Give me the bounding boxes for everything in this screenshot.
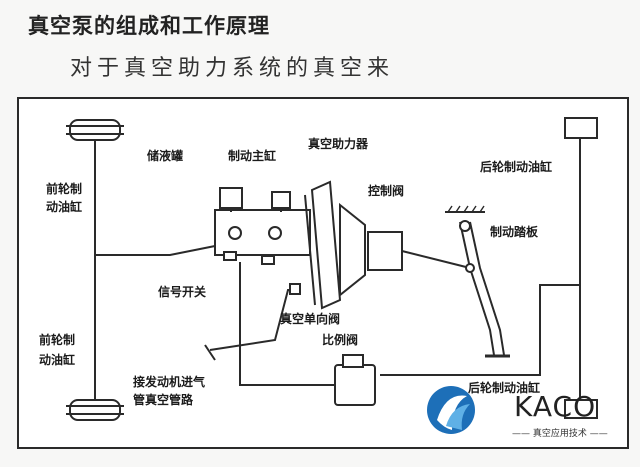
label-engine-intake-2: 管真空管路 — [133, 392, 194, 407]
label-engine-intake-1: 接发动机进气 — [133, 374, 205, 389]
label-front-wheel-top-2: 动油缸 — [46, 199, 82, 214]
label-proportional-valve: 比例阀 — [322, 332, 358, 347]
label-vacuum-check-valve: 真空单向阀 — [280, 311, 340, 326]
front-wheel-cylinder-bottom — [66, 399, 124, 421]
port-2 — [268, 226, 282, 240]
proportional-valve — [334, 364, 376, 406]
rear-wheel-cylinder-top — [564, 117, 598, 139]
rear-wheel-cylinder-bottom — [564, 399, 598, 419]
vacuum-booster — [310, 180, 342, 310]
kaco-logo-icon — [427, 386, 475, 434]
pedal-arm-2 — [469, 221, 505, 356]
reservoir-2 — [271, 191, 291, 209]
label-vacuum-booster: 真空助力器 — [308, 136, 369, 151]
page-subtitle: 对于真空助力系统的真空来 — [70, 56, 395, 81]
master-cylinder-body — [214, 209, 311, 256]
rear-line — [380, 284, 580, 376]
page-title: 真空泵的组成和工作原理 — [28, 14, 270, 38]
label-front-wheel-top-1: 前轮制 — [46, 181, 82, 196]
master-to-valve-line — [239, 262, 335, 386]
pedal-hatch — [447, 205, 485, 213]
signal-switch-2 — [261, 255, 275, 265]
kaco-logo-tagline: —— 真空应用技术 —— — [512, 429, 608, 439]
label-master-cylinder: 制动主缸 — [228, 148, 276, 163]
signal-switch-1 — [223, 251, 237, 261]
front-wheel-cylinder-top — [66, 119, 124, 141]
vacuum-hose-end — [204, 344, 216, 361]
label-brake-pedal: 制动踏板 — [490, 224, 539, 239]
master-to-front-line — [95, 244, 221, 256]
check-valve-body — [289, 283, 301, 295]
reservoir-1 — [219, 187, 243, 209]
label-control-valve: 控制阀 — [368, 183, 404, 198]
label-rear-wheel-top: 后轮制动油缸 — [480, 159, 552, 174]
port-1 — [228, 226, 242, 240]
booster-housing — [339, 202, 366, 298]
pedal-arm — [459, 221, 495, 356]
label-reservoir: 储液罐 — [147, 148, 183, 163]
label-front-wheel-bottom-1: 前轮制 — [39, 332, 75, 347]
label-front-wheel-bottom-2: 动油缸 — [39, 352, 75, 367]
control-valve-box — [367, 231, 403, 271]
label-rear-wheel-bottom: 后轮制动油缸 — [468, 380, 540, 395]
kaco-logo-text: KACO — [514, 390, 597, 423]
push-rod — [401, 250, 471, 269]
label-signal-switch: 信号开关 — [158, 284, 206, 299]
